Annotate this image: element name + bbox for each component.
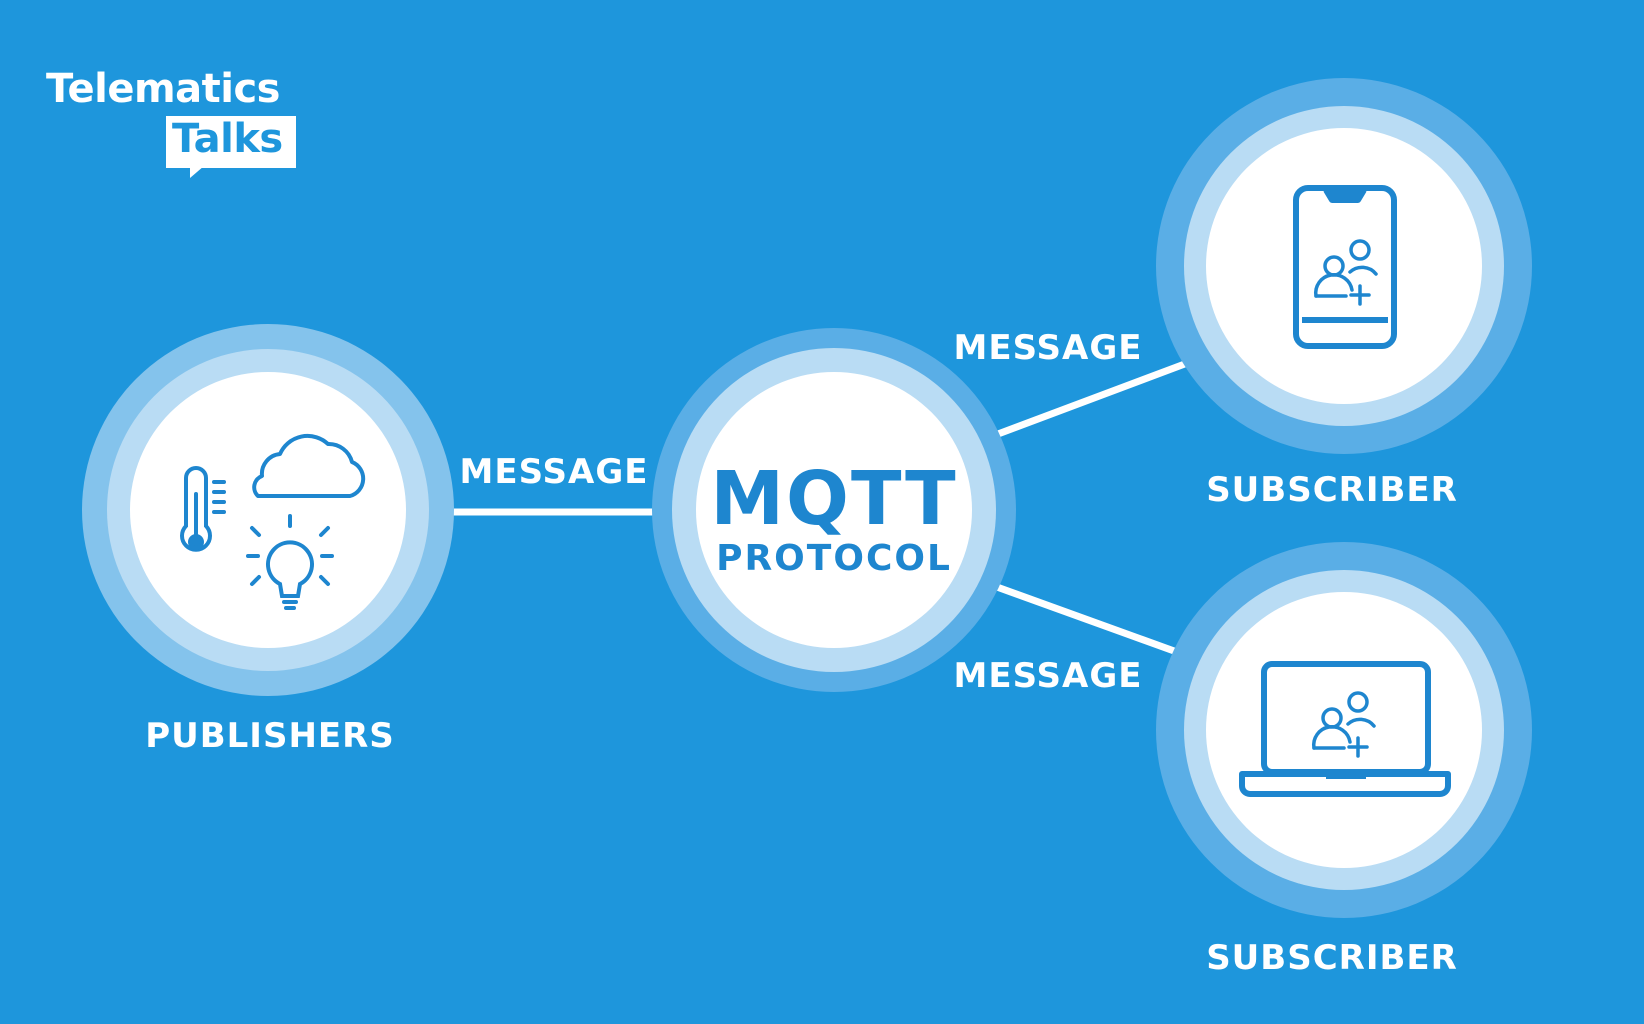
smartphone-icon bbox=[1293, 185, 1397, 349]
lightbulb-icon bbox=[246, 514, 334, 610]
add-user-icon bbox=[1314, 239, 1378, 306]
publisher-node bbox=[82, 324, 454, 696]
hub-node bbox=[652, 328, 1016, 692]
logo-badge bbox=[166, 116, 296, 168]
message-label-publisher: MESSAGE bbox=[459, 452, 649, 492]
thermometer-icon bbox=[180, 466, 226, 552]
subscriber-label-phone: SUBSCRIBER bbox=[1206, 470, 1458, 510]
publishers-label: PUBLISHERS bbox=[145, 716, 395, 756]
logo-speech-tail bbox=[190, 166, 204, 178]
message-label-laptop: MESSAGE bbox=[953, 656, 1143, 696]
hub-title: MQTT bbox=[710, 456, 958, 542]
hub-subtitle: PROTOCOL bbox=[716, 538, 952, 579]
subscriber-label-laptop: SUBSCRIBER bbox=[1206, 938, 1458, 978]
add-user-icon bbox=[1312, 691, 1376, 758]
laptop-icon bbox=[1239, 661, 1451, 797]
logo-line1: Telematics bbox=[46, 66, 280, 112]
message-label-phone: MESSAGE bbox=[953, 328, 1143, 368]
logo-line2: Talks bbox=[172, 116, 283, 162]
cloud-icon bbox=[252, 433, 366, 498]
